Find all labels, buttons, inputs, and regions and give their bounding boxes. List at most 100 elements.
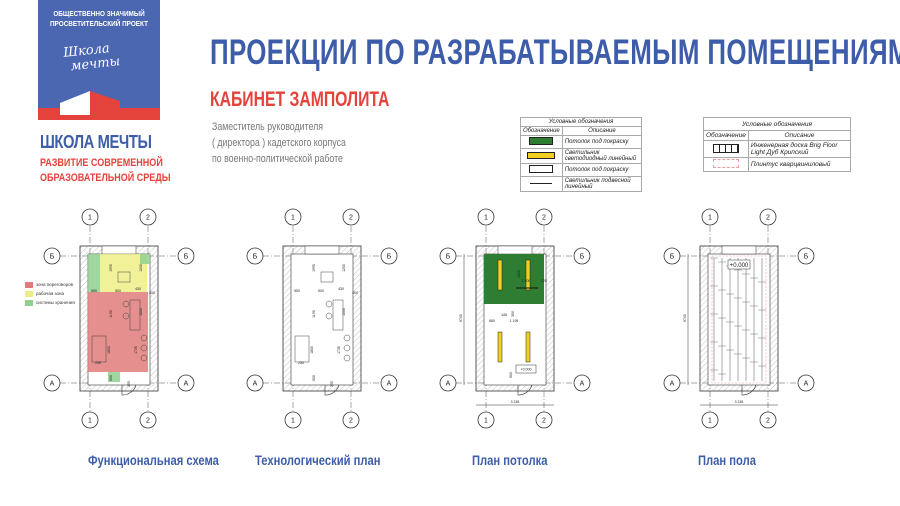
green-ceiling-swatch [529, 137, 554, 145]
led-light-icon [497, 259, 503, 291]
window [721, 245, 757, 255]
caption-technological-plan: Технологический план [255, 452, 381, 468]
window [497, 245, 533, 255]
level-mark [727, 259, 751, 270]
zone-label: рабочая зона [36, 291, 65, 296]
chair-icon [343, 344, 351, 352]
axis-marker [81, 208, 99, 226]
axis-label: 2 [542, 215, 546, 222]
axis-label: А [387, 381, 392, 388]
chair-icon [140, 334, 148, 342]
axis-label: 2 [349, 215, 353, 222]
dimension-label: 145 [501, 313, 507, 317]
axis-label: 1 [291, 418, 295, 425]
dimension-label: 1500 [342, 308, 346, 316]
dimension-label: 400 [352, 291, 358, 295]
axis-label: Б [387, 254, 392, 261]
axis-marker [477, 208, 495, 226]
axis-label: Б [50, 254, 55, 261]
dimension-label: 1190 [109, 310, 113, 318]
cabinet-icon [294, 335, 310, 363]
room-name: КАБИНЕТ ЗАМПОЛИТА [210, 88, 390, 111]
chair-icon [325, 312, 333, 320]
axis-label: А [804, 381, 809, 388]
axis-label: Б [446, 254, 451, 261]
zone-swatch [25, 290, 33, 297]
axis-marker [139, 208, 157, 226]
axis-label: 2 [146, 215, 150, 222]
page-title: ПРОЕКЦИИ ПО РАЗРАБАТЫВАЕМЫМ ПОМЕЩЕНИЯМ [210, 33, 900, 72]
axis-marker [246, 374, 264, 392]
dimension-label: 395 [330, 381, 334, 387]
table-icon [129, 299, 141, 331]
axis-marker [663, 374, 681, 392]
dimension-label: 1500 [139, 308, 143, 316]
chair-icon [140, 344, 148, 352]
dimension-label: 500 [115, 289, 121, 293]
axis-label: Б [670, 254, 675, 261]
axis-label: 2 [766, 215, 770, 222]
axis-label: 2 [349, 418, 353, 425]
description-line: по военно-политической работе [212, 153, 343, 165]
dimension-label: 1735 [337, 346, 341, 354]
room-interior [290, 253, 354, 386]
dimension-label: +0.000 [521, 368, 532, 372]
logo-top-text: ОБЩЕСТВЕННО ЗНАЧИМЫЙ ПРОСВЕТИТЕЛЬСКИЙ ПР… [47, 9, 151, 29]
axis-marker [535, 411, 553, 429]
legend-row: Светильник светодиодный линейный [561, 148, 643, 164]
dimension-label: 1200 [139, 264, 143, 272]
dimension-label: 225 [541, 279, 547, 283]
dimension-label: 680 [489, 319, 495, 323]
level-mark [515, 364, 537, 374]
dimension-label: 1200 [342, 264, 346, 272]
axis-label: Б [580, 254, 585, 261]
dimension-label: 1800 [310, 346, 314, 354]
axis-label: А [253, 381, 258, 388]
led-light-icon [497, 331, 503, 363]
axis-marker [797, 374, 815, 392]
dimension-label: 230 [95, 361, 101, 365]
storage-zone [140, 254, 150, 264]
led-light-icon [525, 331, 531, 363]
room-interior [707, 253, 771, 386]
logo-subtitle-line2: ОБРАЗОВАТЕЛЬНОЙ СРЕДЫ [40, 172, 171, 184]
axis-label: 2 [146, 418, 150, 425]
logo-top-line2: ПРОСВЕТИТЕЛЬСКИЙ ПРОЕКТ [49, 19, 149, 28]
axis-marker [342, 208, 360, 226]
dimension-label: 395 [127, 381, 131, 387]
storage-zone [88, 254, 100, 292]
legend-row: Плинтус кварцвиниловый [747, 157, 852, 172]
logo: ОБЩЕСТВЕННО ЗНАЧИМЫЙ ПРОСВЕТИТЕЛЬСКИЙ ПР… [38, 0, 160, 120]
dimension-label: 550 [91, 289, 97, 293]
chair-icon [343, 334, 351, 342]
work-zone [100, 254, 147, 292]
axis-marker [573, 374, 591, 392]
dimension-label: 550 [294, 289, 300, 293]
zone-swatch [25, 299, 33, 306]
axis-marker [573, 247, 591, 265]
axis-marker [342, 411, 360, 429]
axis-marker [439, 247, 457, 265]
table-icon [332, 299, 344, 331]
logo-building-icon [38, 91, 160, 120]
skirting-swatch [712, 159, 739, 168]
axis-marker [759, 208, 777, 226]
chair-icon [343, 354, 351, 362]
door-icon [121, 384, 137, 396]
axis-label: А [446, 381, 451, 388]
chair-icon [117, 271, 131, 283]
logo-top-line1: ОБЩЕСТВЕННО ЗНАЧИМЫЙ [53, 9, 145, 18]
dimension-label: 3 245 [511, 400, 520, 404]
axis-marker [177, 374, 195, 392]
axis-label: 1 [484, 215, 488, 222]
axis-marker [380, 247, 398, 265]
axis-marker [477, 411, 495, 429]
axis-label: А [184, 381, 189, 388]
caption-ceiling-plan: План потолка [472, 452, 548, 468]
dimension-label: 1995 [312, 264, 316, 272]
axis-label: 1 [484, 418, 488, 425]
axis-label: 1 [291, 215, 295, 222]
axis-marker [284, 411, 302, 429]
chair-icon [140, 354, 148, 362]
